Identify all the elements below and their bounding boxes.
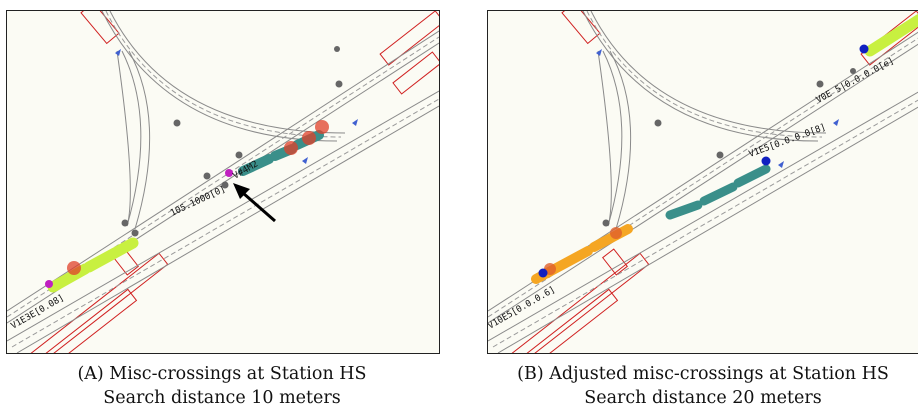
node-grey — [716, 151, 724, 159]
train-segment-yellow — [864, 13, 918, 57]
node-grey — [335, 80, 343, 88]
track-curve — [582, 11, 819, 142]
caption-a: (A) Misc-crossings at Station HS Search … — [6, 362, 438, 410]
node-grey — [221, 181, 229, 189]
node-grey — [121, 219, 129, 227]
adjusted-crossing-segment — [589, 224, 633, 252]
track-curve — [121, 50, 142, 227]
node-magenta — [45, 280, 53, 288]
station-box — [497, 288, 619, 353]
node-grey — [173, 119, 181, 127]
train-segment-teal — [238, 154, 274, 176]
station-box — [80, 11, 120, 45]
track-line — [488, 91, 918, 342]
caption-b-line1: (B) Adjusted misc-crossings at Station H… — [517, 364, 889, 384]
crossing-marker — [284, 141, 298, 155]
flag-marker — [596, 49, 602, 56]
arrow-pointer-icon — [233, 183, 276, 223]
node-grey — [334, 46, 340, 52]
train-segment-teal — [733, 164, 771, 188]
node-grey — [235, 151, 243, 159]
track-curve — [109, 11, 346, 134]
flag-marker — [115, 49, 121, 56]
track-line — [497, 106, 918, 353]
crossing-marker — [302, 131, 316, 145]
node-magenta — [225, 169, 233, 177]
station-box — [392, 51, 439, 95]
track-dash — [11, 98, 439, 348]
crossing-marker — [67, 261, 81, 275]
station-box — [16, 288, 138, 353]
track-line — [7, 90, 439, 342]
track-curve — [101, 11, 338, 142]
track-dash — [492, 99, 918, 348]
station-box — [602, 248, 628, 276]
node-blue — [761, 156, 771, 166]
map-label: 105.1000[0] — [169, 184, 227, 218]
track-dash — [488, 37, 918, 318]
train-segment-teal — [699, 182, 738, 206]
track-curve — [590, 11, 827, 134]
panel-a-map: V#4M2 105.1000[0] V1E3E[0.08] — [6, 10, 440, 354]
station-box — [501, 252, 650, 353]
track-dash — [105, 11, 342, 138]
node-grey — [131, 229, 139, 237]
crossing-marker — [610, 227, 622, 239]
caption-a-line1: (A) Misc-crossings at Station HS — [77, 364, 367, 384]
track-line — [488, 43, 918, 324]
node-grey — [654, 119, 662, 127]
panel-a-svg: V#4M2 105.1000[0] V1E3E[0.08] — [7, 11, 439, 353]
node-grey — [816, 80, 824, 88]
track-curve — [609, 50, 632, 230]
train-segment-yellow — [83, 237, 139, 273]
flag-marker — [352, 119, 358, 126]
station-box — [379, 11, 439, 66]
track-curve — [116, 50, 131, 227]
node-blue — [859, 44, 869, 54]
panel-b-svg: V0E 5|0.0.0.0[e] V1E5[0.0.0.0[8] V10E5[0… — [488, 11, 918, 353]
station-box — [561, 11, 601, 45]
track-line — [16, 105, 439, 353]
track-dash — [586, 11, 823, 138]
node-grey — [850, 68, 856, 74]
track-curve — [597, 50, 612, 227]
node-blue — [538, 268, 548, 278]
track-curve — [602, 50, 623, 227]
map-label: V1E3E[0.08] — [10, 293, 67, 331]
panel-b-map: V0E 5|0.0.0.0[e] V1E5[0.0.0.0[8] V10E5[0… — [487, 10, 918, 354]
caption-a-line2: Search distance 10 meters — [103, 388, 341, 408]
track-curve — [128, 50, 151, 230]
train-segment-teal — [665, 200, 703, 220]
track-dash — [7, 36, 439, 318]
station-box — [860, 11, 918, 66]
flag-marker — [778, 161, 784, 168]
node-grey — [602, 219, 610, 227]
caption-b-line2: Search distance 20 meters — [584, 388, 822, 408]
station-box — [20, 252, 169, 353]
node-grey — [203, 172, 211, 180]
flag-marker — [833, 119, 839, 126]
caption-b: (B) Adjusted misc-crossings at Station H… — [487, 362, 918, 410]
flag-marker — [302, 157, 308, 164]
crossing-marker — [315, 120, 329, 134]
map-label: V0E 5|0.0.0.0[e] — [815, 56, 896, 106]
